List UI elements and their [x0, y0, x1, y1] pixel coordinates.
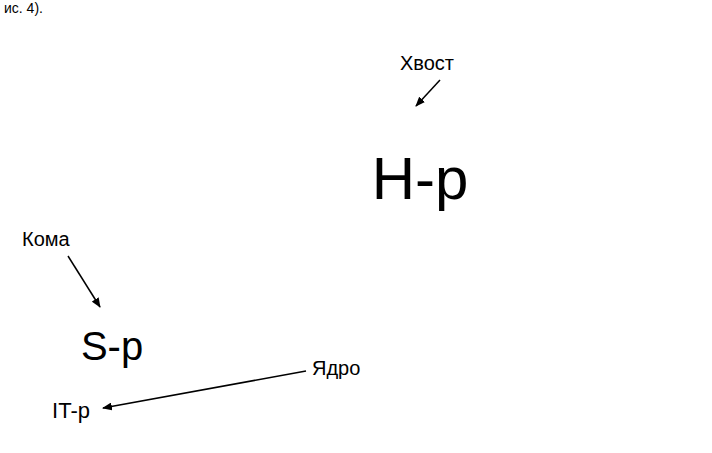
coma-leader: [68, 256, 100, 307]
nucleus-leader: [103, 371, 306, 408]
tail-outline: [140, 12, 705, 425]
tail-leader: [416, 80, 440, 106]
node-text: H-p: [372, 144, 469, 213]
coma-label: Кома: [22, 228, 70, 251]
coma-outline: [14, 312, 222, 450]
comet-nucleus: IT-p: [40, 380, 102, 442]
comet-coma: S-pIT-p: [12, 310, 224, 452]
nucleus-label: Ядро: [312, 357, 360, 380]
node-text: IT-p: [52, 398, 90, 423]
nucleus-outline: [42, 382, 100, 440]
figure-ref: ис. 4).: [4, 0, 43, 16]
node-text: S-p: [81, 323, 143, 369]
tail-label: Хвост: [400, 52, 454, 75]
